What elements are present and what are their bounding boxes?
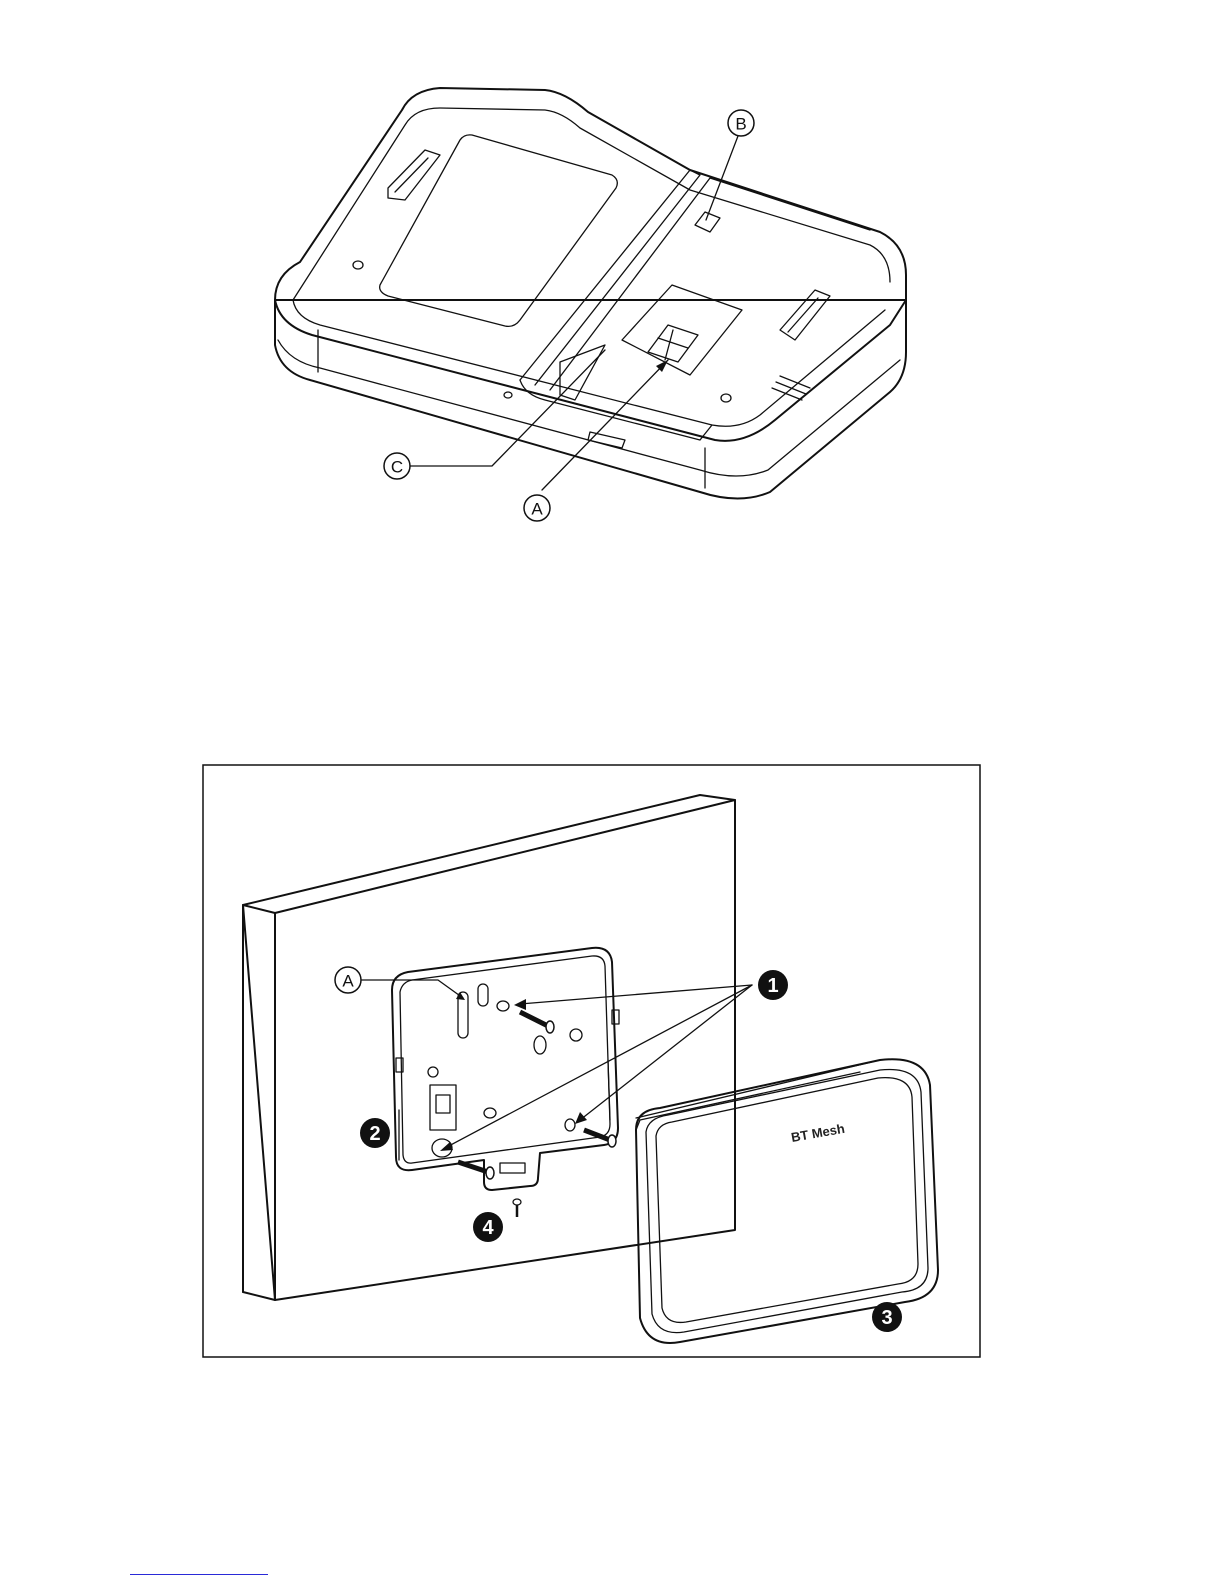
bracket-callout-a: A [335,967,361,993]
callout-a-leader [542,360,668,490]
step-3-marker: 3 [872,1302,902,1332]
callout-a: A [524,495,550,521]
step-1-marker: 1 [758,970,788,1000]
footer-rule [130,1574,268,1575]
svg-text:A: A [531,500,543,519]
step-4-marker: 4 [473,1212,503,1242]
device-rear-view: B C A [275,88,906,521]
svg-text:3: 3 [881,1307,892,1329]
callout-c: C [384,453,410,479]
callout-b: B [728,110,754,136]
figure-frame [203,765,980,1357]
svg-text:A: A [342,972,354,991]
wall-mounting-figure: A BT Mesh 1 2 3 4 [203,765,980,1357]
svg-text:B: B [735,115,746,134]
svg-text:1: 1 [767,975,778,997]
svg-text:C: C [391,458,403,477]
step-2-marker: 2 [360,1118,390,1148]
svg-text:2: 2 [369,1123,380,1145]
svg-text:4: 4 [482,1217,494,1239]
